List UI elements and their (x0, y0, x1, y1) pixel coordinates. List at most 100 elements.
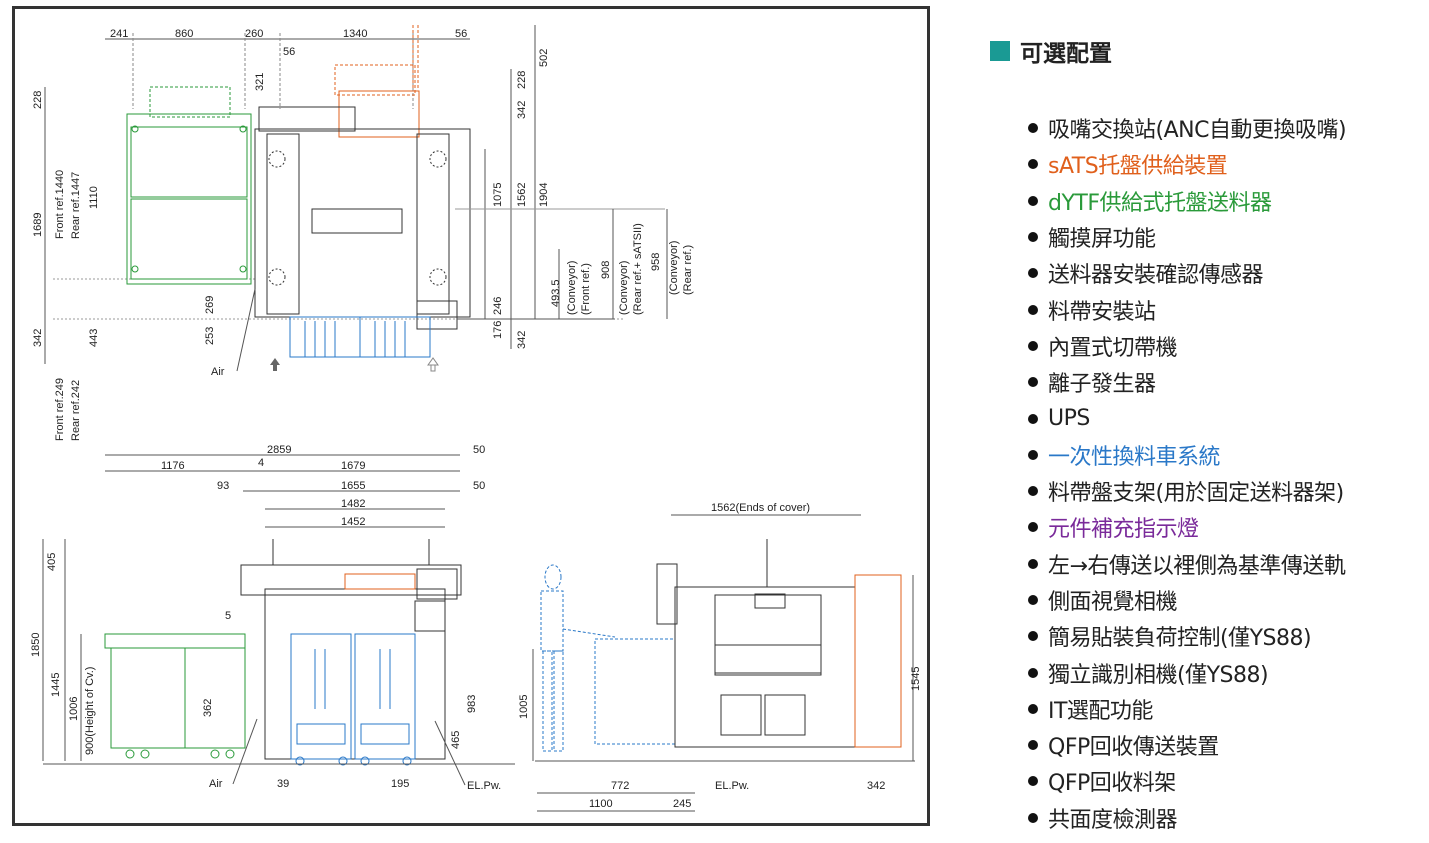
bullet-icon (1028, 123, 1038, 134)
dim-342-right-top: 342 (516, 101, 528, 119)
dim-253: 253 (204, 327, 216, 345)
bullet-icon (1028, 413, 1038, 424)
technical-drawing: 241 860 260 1340 56 56 321 228 1689 342 … (30, 25, 922, 812)
dim-443: 443 (88, 329, 100, 347)
bullet-icon (1028, 449, 1038, 460)
dim-2859: 2859 (267, 444, 291, 456)
feeder-carts-top (289, 316, 431, 358)
el-pw-front: EL.Pw. (467, 780, 501, 792)
bullet-icon (1028, 776, 1038, 787)
dim-342-left: 342 (32, 329, 44, 347)
options-heading: 可選配置 (990, 34, 1420, 68)
side-view: 1562(Ends of cover) 1005 1545 772 (518, 502, 922, 812)
option-label: 簡易貼裝負荷控制(僅YS88) (1048, 626, 1312, 652)
bullet-icon (1028, 340, 1038, 351)
option-item: QFP回收傳送裝置 (1028, 727, 1346, 763)
conveyor-front-ref: 493.5 (Conveyor) (Front ref.) (550, 261, 592, 315)
dim-228-right: 228 (516, 71, 528, 89)
dim-983: 983 (466, 695, 478, 713)
feeder-carts-front (290, 633, 416, 766)
dim-5: 5 (225, 610, 231, 622)
bullet-icon (1028, 268, 1038, 279)
operator-figure (540, 564, 676, 752)
conveyor-rear-sats-ref: 908 (Conveyor) (Rear ref.+ sATSII) (600, 223, 644, 315)
option-label: 獨立識別相機(僅YS88) (1048, 662, 1269, 688)
dim-245: 245 (673, 798, 691, 810)
option-item: 側面視覺相機 (1028, 582, 1346, 618)
machine-body-side (656, 539, 856, 748)
heading-marker-icon (990, 41, 1010, 61)
optional-configuration-panel: 可選配置 吸嘴交換站(ANC自動更換吸嘴)sATS托盤供給裝置 dYTF供給式托盤… (990, 34, 1420, 833)
dim-4: 4 (258, 457, 264, 469)
dim-1340: 1340 (343, 28, 367, 40)
option-item: 簡易貼裝負荷控制(僅YS88) (1028, 618, 1346, 654)
el-pw-side: EL.Pw. (715, 780, 749, 792)
conveyor-direction-arrow-filled (270, 358, 280, 371)
option-item: 料帶盤支架(用於固定送料器架) (1028, 473, 1346, 509)
svg-text:(Rear ref.+ sATSII): (Rear ref.+ sATSII) (632, 223, 644, 315)
dim-1110: 1110 (88, 186, 100, 209)
svg-text:493.5: 493.5 (550, 279, 562, 307)
dim-269: 269 (204, 296, 216, 314)
dim-228-left: 228 (32, 91, 44, 109)
rear-ref-242: Rear ref.242 (70, 380, 82, 441)
options-title: 可選配置 (1020, 41, 1112, 67)
option-item: 一次性換料車系統 (1028, 437, 1346, 473)
bullet-icon (1028, 195, 1038, 206)
dim-1689: 1689 (32, 213, 44, 237)
technical-drawing-frame: 241 860 260 1340 56 56 321 228 1689 342 … (12, 6, 930, 826)
dim-1562: 1562 (516, 183, 528, 207)
option-item: 送料器安裝確認傳感器 (1028, 255, 1346, 291)
option-item: sATS托盤供給裝置 (1028, 146, 1346, 182)
option-item: 左→右傳送以裡側為基準傳送軌 (1028, 546, 1346, 582)
sats-unit-front (344, 573, 416, 590)
dim-1655: 1655 (341, 480, 365, 492)
bullet-icon (1028, 522, 1038, 533)
option-label: 側面視覺相機 (1048, 590, 1178, 615)
svg-text:(Front ref.): (Front ref.) (580, 263, 592, 315)
dim-195: 195 (391, 778, 409, 790)
bullet-icon (1028, 740, 1038, 751)
dim-342-right-bottom: 342 (516, 331, 528, 349)
bullet-icon (1028, 703, 1038, 714)
bullet-icon (1028, 595, 1038, 605)
option-label: 一次性換料車系統 (1048, 444, 1221, 470)
dim-1482: 1482 (341, 498, 365, 510)
dim-1445: 1445 (50, 673, 62, 697)
dim-1452: 1452 (341, 516, 365, 528)
dim-50-top: 50 (473, 444, 485, 456)
dim-1100: 1100 (589, 798, 613, 810)
svg-text:908: 908 (600, 261, 612, 279)
dim-176: 176 (492, 321, 504, 339)
bullet-icon (1028, 232, 1038, 243)
option-label: 共面度檢測器 (1048, 807, 1178, 833)
bullet-icon (1028, 304, 1038, 315)
option-item: 料帶安裝站 (1028, 291, 1346, 327)
option-label: 元件補充指示燈 (1048, 517, 1199, 543)
option-label: IT選配功能 (1048, 698, 1153, 724)
option-label: dYTF供給式托盤送料器 (1048, 190, 1272, 216)
rear-ref-1447: Rear ref.1447 (70, 172, 82, 239)
option-label: QFP回收傳送裝置 (1048, 735, 1219, 761)
dim-502: 502 (538, 49, 550, 67)
option-label: 內置式切帶機 (1048, 335, 1178, 361)
dim-1005: 1005 (518, 695, 530, 719)
dim-39: 39 (277, 778, 289, 790)
bullet-icon (1028, 558, 1038, 569)
air-label-top: Air (211, 366, 225, 378)
dytf-tray-feeder-front (104, 633, 246, 759)
dim-260: 260 (245, 28, 263, 40)
option-item: UPS (1028, 400, 1346, 436)
bullet-icon (1028, 377, 1038, 388)
air-label-front: Air (209, 778, 223, 790)
option-item: 吸嘴交換站(ANC自動更換吸嘴) (1028, 110, 1347, 146)
option-label: 左→右傳送以裡側為基準傳送軌 (1048, 553, 1346, 579)
dim-465: 465 (450, 731, 462, 749)
option-item: dYTF供給式托盤送料器 (1028, 183, 1346, 219)
svg-text:(Conveyor): (Conveyor) (566, 261, 578, 315)
conveyor-rear-ref: 958 (Conveyor) (Rear ref.) (650, 241, 694, 295)
dim-50-second: 50 (473, 480, 485, 492)
bullet-icon (1028, 667, 1038, 678)
dim-1562-ends-of-cover: 1562(Ends of cover) (711, 502, 810, 514)
dim-56-inner: 56 (283, 46, 295, 58)
